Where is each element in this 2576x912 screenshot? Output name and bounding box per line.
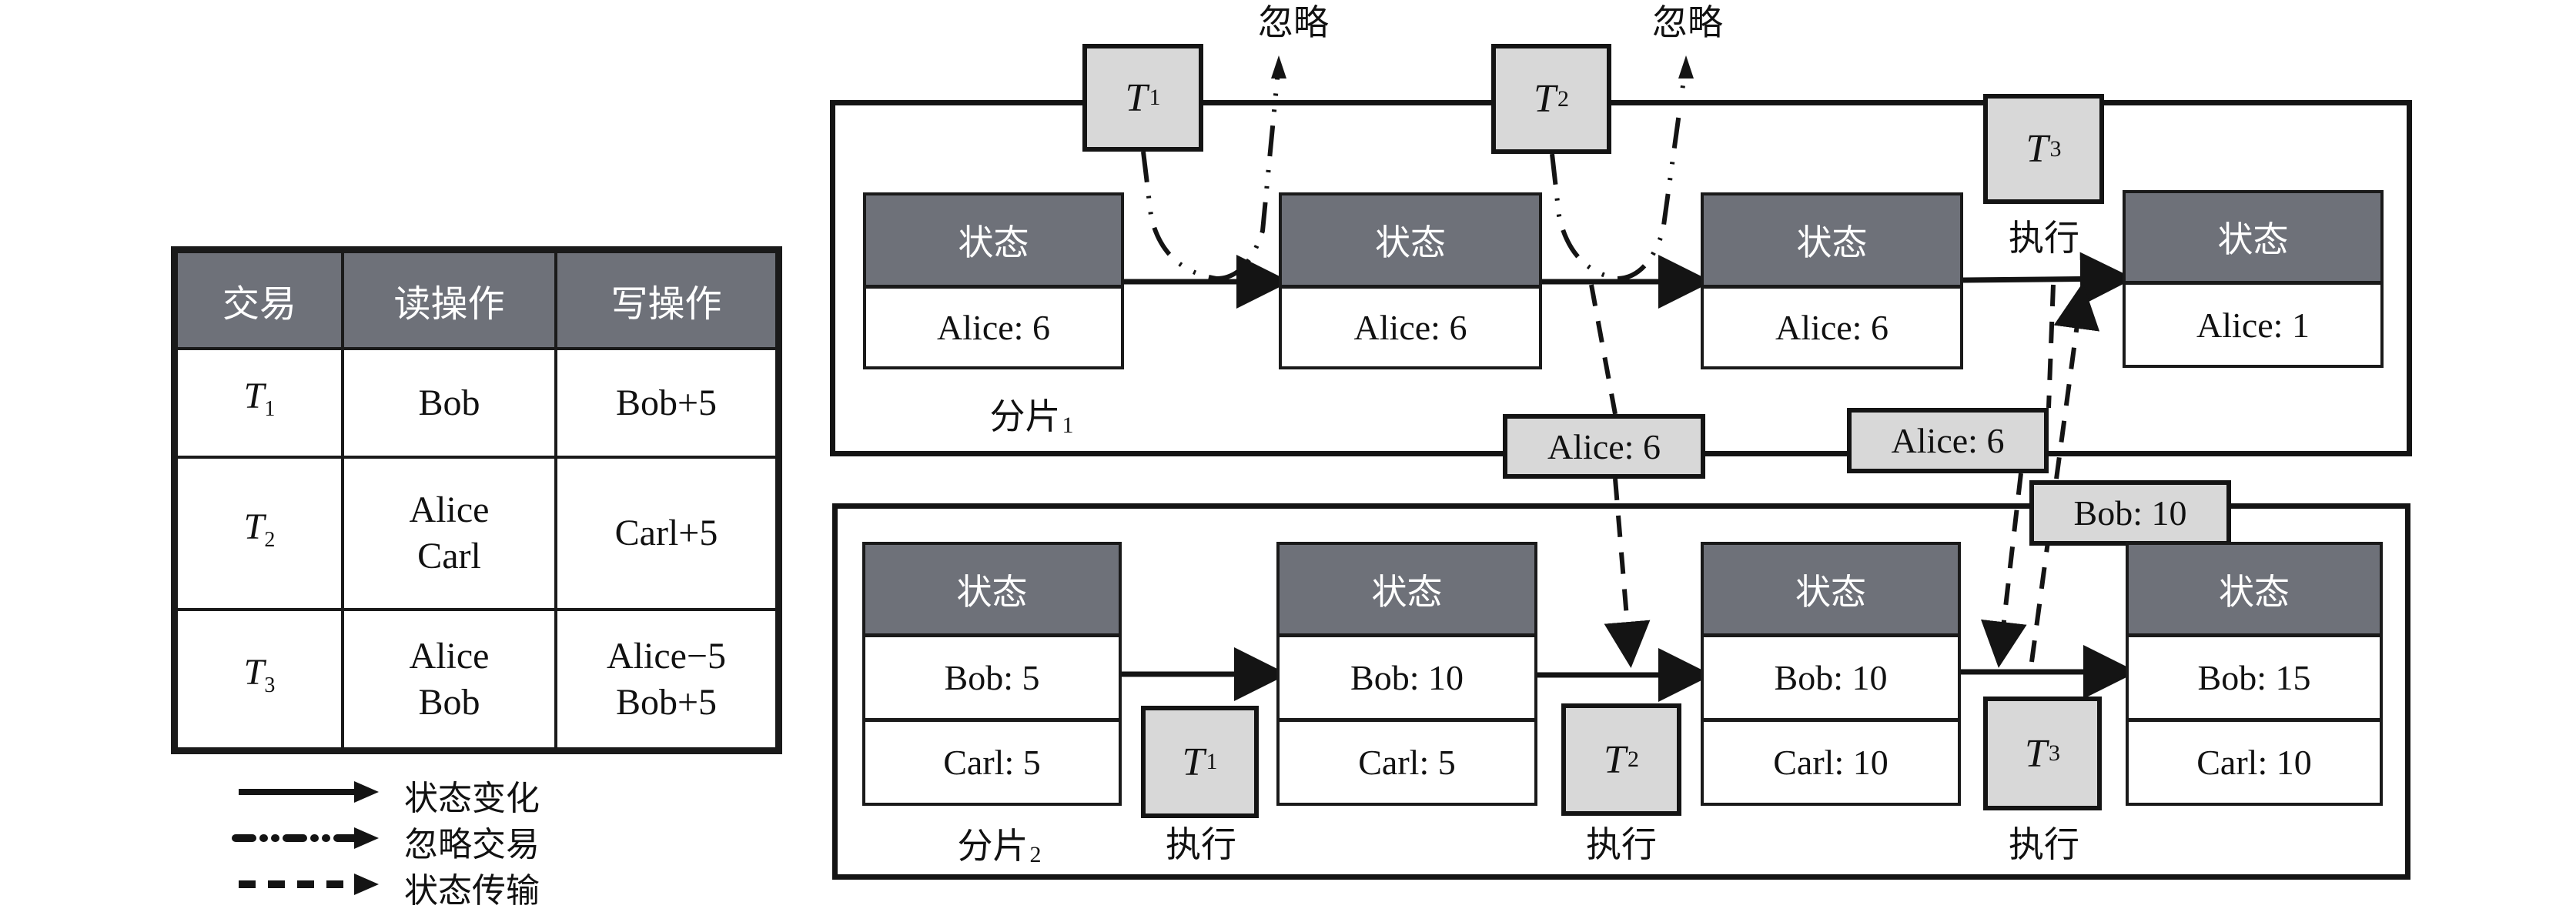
transfer-line-alice-t2-down (1604, 478, 1651, 668)
shard2-tx-t1-action: 执行 (1166, 823, 1236, 865)
header-transaction: 交易 (175, 250, 344, 350)
header-read-ops: 读操作 (341, 250, 557, 350)
shard2-state-1: 状态 Bob: 5 Carl: 5 (862, 542, 1122, 806)
state-header: 状态 (1704, 545, 1958, 637)
state-value: Alice: 6 (1775, 308, 1889, 347)
tx-cell: T1 (175, 347, 344, 459)
ignore-arrow-t2 (1678, 55, 1694, 79)
legend-solid-arrow-icon (239, 781, 379, 803)
shard1-tx-t1-action: 忽略 (1258, 2, 1329, 43)
state-value-carl: Carl: 5 (1280, 718, 1534, 803)
state-header: 状态 (1282, 195, 1539, 289)
shard1-tx-t3-action: 执行 (2009, 217, 2079, 259)
write-cell: Carl+5 (554, 456, 778, 611)
legend-dash-dot-dot-arrow-icon (232, 827, 379, 849)
transfer-line-alice-t3-down (1980, 473, 2027, 668)
state-header: 状态 (1704, 195, 1960, 289)
state-header: 状态 (2129, 545, 2380, 637)
transfer-line-bob-t3 (2029, 282, 2100, 663)
state-value-bob: Bob: 10 (1774, 658, 1888, 697)
legend-lines (232, 781, 379, 895)
shard1-state-1: 状态 Alice: 6 (863, 192, 1124, 369)
shard2-state-3: 状态 Bob: 10 Carl: 10 (1701, 542, 1961, 806)
state-header: 状态 (865, 545, 1119, 637)
table-header-row: 交易 读操作 写操作 (175, 250, 778, 350)
transfer-box-alice-t2: Alice: 6 (1503, 414, 1705, 479)
legend-label-state-change: 状态变化 (404, 779, 540, 818)
ignore-path-t2 (1550, 62, 1688, 282)
transfer-line-alice-t3-up (2046, 284, 2056, 409)
shard1-tx-t2-action: 忽略 (1652, 2, 1723, 43)
shard2-state-4: 状态 Bob: 15 Carl: 10 (2126, 542, 2383, 806)
legend-label-state-transfer: 状态传输 (404, 871, 540, 910)
state-value-bob: Bob: 15 (2197, 658, 2311, 697)
state-value-carl: Carl: 5 (865, 718, 1119, 803)
shard2-tx-t2-action: 执行 (1586, 823, 1657, 865)
shard2-tx-t3-action: 执行 (2009, 823, 2079, 865)
read-cell: Bob (341, 347, 557, 459)
tx-cell: T3 (175, 608, 344, 750)
header-write-ops: 写操作 (554, 250, 778, 350)
state-value: Alice: 6 (937, 308, 1050, 347)
state-value: Alice: 1 (2196, 305, 2310, 345)
write-cell: Bob+5 (554, 347, 778, 459)
shard2-state-2: 状态 Bob: 10 Carl: 5 (1276, 542, 1537, 806)
table-row: T1 Bob Bob+5 (175, 347, 778, 459)
legend-label-ignore-tx: 忽略交易 (404, 825, 540, 864)
shard1-state-4: 状态 Alice: 1 (2123, 190, 2384, 368)
transfer-line-alice-t2-up (1589, 284, 1618, 415)
state-header: 状态 (1280, 545, 1534, 637)
shard1-state-2: 状态 Alice: 6 (1279, 192, 1542, 369)
legend: 状态变化 忽略交易 状态传输 (231, 766, 616, 910)
ignore-path-t1 (1141, 62, 1281, 282)
shard1-state-3: 状态 Alice: 6 (1701, 192, 1963, 369)
ignore-arrow-t1 (1271, 55, 1286, 79)
transfer-box-bob-t3: Bob: 10 (2029, 480, 2231, 546)
transfer-box-alice-t3: Alice: 6 (1847, 408, 2049, 473)
legend-dashed-arrow-icon (239, 874, 379, 895)
state-value-bob: Bob: 5 (944, 658, 1040, 697)
tx-cell: T2 (175, 456, 344, 611)
state-header: 状态 (2126, 193, 2380, 285)
state-header: 状态 (866, 195, 1121, 289)
state-value-carl: Carl: 10 (2129, 718, 2380, 803)
state-value-carl: Carl: 10 (1704, 718, 1958, 803)
state-value: Alice: 6 (1353, 308, 1467, 347)
shard1-arrow-3 (1962, 252, 2134, 306)
state-value-bob: Bob: 10 (1350, 658, 1464, 697)
